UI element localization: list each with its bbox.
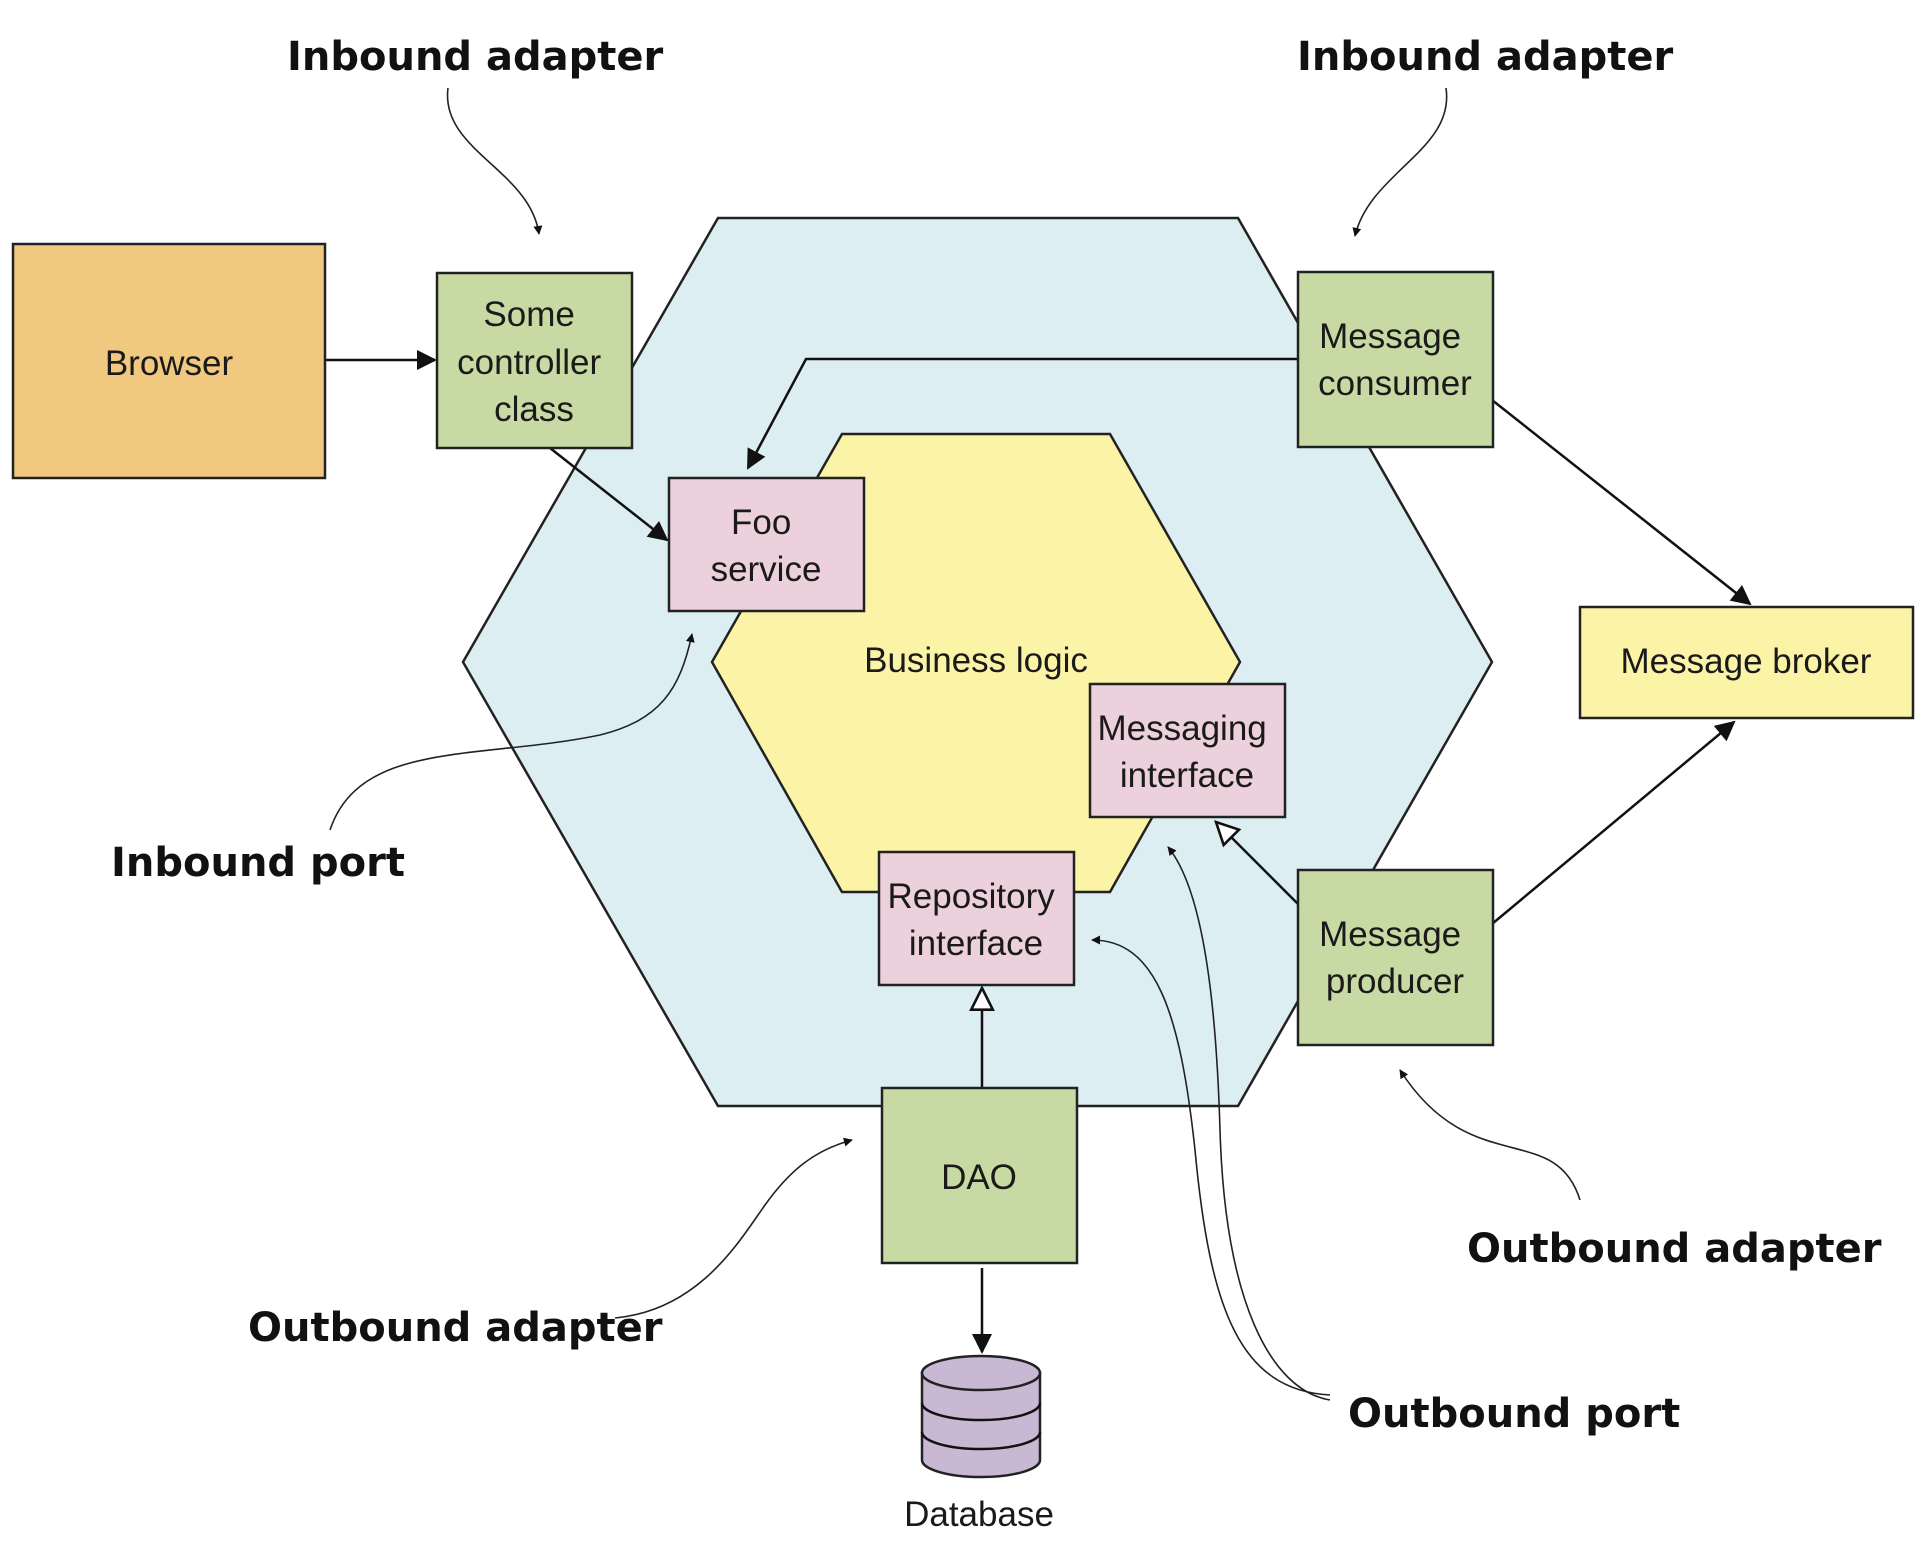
inbound-adapter-right-pointer: [1352, 87, 1448, 237]
outbound-adapter-left-label: Outbound adapter: [248, 1305, 663, 1351]
inbound-adapter-right-label: Inbound adapter: [1297, 34, 1673, 80]
inbound-port-pointer: [329, 633, 695, 831]
inbound-port-label: Inbound port: [111, 840, 405, 886]
messaging-interface-box: Messaging interface: [1088, 682, 1287, 819]
consumer-to-broker-arrow: [1491, 399, 1752, 606]
message-producer-label-line-2: producer: [1326, 962, 1464, 1001]
message-broker-box: Message broker: [1578, 605, 1915, 720]
message-producer-label-line-1: Message: [1319, 915, 1461, 954]
message-consumer-box: Message consumer: [1296, 270, 1495, 449]
dao-label: DAO: [941, 1158, 1017, 1197]
svg-text:Message broker: Message broker: [1621, 642, 1872, 681]
outbound-adapter-right-pointer: [1399, 1069, 1581, 1201]
svg-text:Browser: Browser: [105, 344, 234, 383]
messaging-interface-label-line-1: Messaging: [1098, 709, 1267, 748]
messaging-interface-label-line-2: interface: [1120, 756, 1254, 795]
foo-service-box: Foo service: [667, 476, 866, 613]
consumer-to-foo-service-arrow: [746, 357, 1298, 470]
message-consumer-label-line-2: consumer: [1318, 364, 1472, 403]
controller-label-line-1: Some: [483, 295, 574, 334]
repository-interface-box: Repository interface: [877, 850, 1076, 987]
message-broker-label: Message broker: [1621, 642, 1872, 681]
svg-text:Messaging interface: Messaging interface: [1098, 709, 1277, 795]
database-label: Database: [904, 1495, 1054, 1534]
controller-to-foo-service-arrow: [549, 447, 669, 542]
message-consumer-label-line-1: Message: [1319, 317, 1461, 356]
outbound-adapter-left-pointer: [614, 1137, 853, 1319]
outbound-port-pointer-repository: [1091, 935, 1331, 1396]
producer-to-broker-arrow: [1491, 720, 1736, 925]
controller-label-line-3: class: [494, 390, 574, 429]
dao-box: DAO: [880, 1086, 1079, 1265]
repository-interface-label-line-1: Repository: [887, 877, 1055, 916]
svg-text:DAO: DAO: [941, 1158, 1017, 1197]
message-producer-box: Message producer: [1296, 868, 1495, 1047]
producer-implements-messaging-interface: [1216, 822, 1299, 905]
svg-text:Repository interface: Repository interface: [887, 877, 1064, 963]
browser-box: Browser: [11, 242, 327, 480]
foo-service-label-line-1: Foo: [731, 503, 791, 542]
inbound-adapter-left-label: Inbound adapter: [287, 34, 663, 80]
business-logic-label: Business logic: [864, 641, 1088, 680]
database-cylinder-icon: [920, 1354, 1042, 1479]
browser-label: Browser: [105, 344, 234, 383]
svg-text:Message producer: Message producer: [1319, 915, 1471, 1001]
outbound-adapter-right-label: Outbound adapter: [1467, 1226, 1882, 1272]
inbound-adapter-left-pointer: [446, 87, 543, 235]
outbound-port-label: Outbound port: [1348, 1391, 1680, 1437]
svg-text:Some controller cl: Some controller class: [457, 295, 611, 429]
foo-service-label-line-2: service: [711, 550, 822, 589]
controller-label-line-2: controller: [457, 343, 601, 382]
controller-class-box: Some controller class: [435, 271, 634, 450]
repository-interface-label-line-2: interface: [909, 924, 1043, 963]
svg-text:Foo service: Foo service: [711, 503, 822, 589]
svg-text:Message consumer: Message consumer: [1318, 317, 1472, 403]
outbound-port-pointer-messaging: [1167, 846, 1331, 1401]
